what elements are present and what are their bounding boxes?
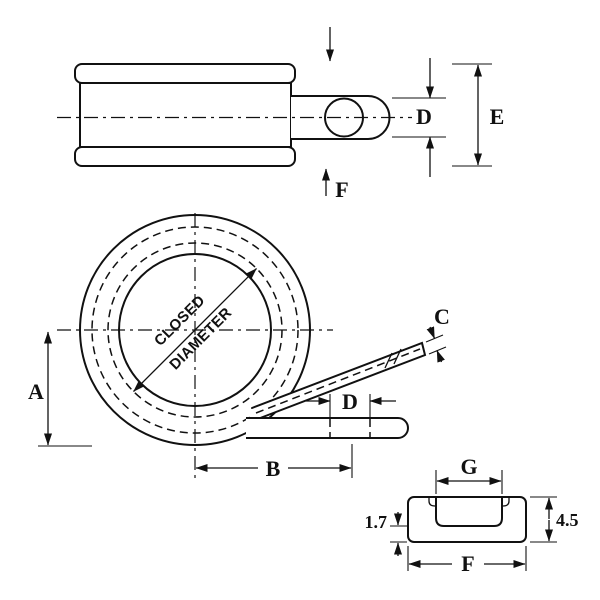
front-view: CLOSED DIAMETER A B C D: [28, 213, 450, 481]
cushion-top-edge: [74, 63, 296, 84]
dim-label-g: G: [460, 454, 477, 479]
channel-outer-profile: [407, 496, 527, 543]
dim-label-f-top: F: [335, 177, 348, 202]
strap-tail: [251, 341, 427, 421]
channel-lip-left: [428, 497, 436, 507]
strap-hidden-line: [255, 348, 421, 414]
dim-label-f-section: F: [461, 551, 474, 576]
dim-label-a: A: [28, 379, 44, 404]
section-view: G 4.5 1.7 F: [365, 454, 579, 576]
dim-label-e: E: [490, 104, 505, 129]
dim-label-d-top: D: [416, 104, 432, 129]
mounting-foot: [246, 417, 409, 439]
top-view: F D E: [57, 27, 504, 202]
foot-outline: [246, 417, 409, 439]
strap-break-tick: [384, 352, 393, 369]
channel-lip-right: [502, 497, 510, 507]
cushion-middle-band: [79, 82, 292, 148]
closed-diameter-arrow: [133, 329, 196, 392]
strap-fill: [252, 343, 425, 420]
dim-label-thickness: 1.7: [365, 512, 388, 532]
top-view-dimensions: F D E: [322, 27, 505, 202]
dim-label-d-front: D: [342, 389, 358, 414]
dimension-arrow: [436, 350, 445, 363]
closed-diameter-arrow: [194, 268, 257, 331]
strap-outline: [251, 341, 427, 421]
section-view-dimensions: G 4.5 1.7 F: [365, 454, 579, 576]
channel-cavity: [435, 496, 503, 527]
cushion-bottom-edge: [74, 146, 296, 167]
channel-section: [407, 496, 527, 543]
dim-label-c: C: [434, 304, 450, 329]
dim-label-height: 4.5: [556, 510, 579, 530]
front-view-dimensions: A B C D: [28, 304, 450, 481]
strap-break-tick: [393, 348, 402, 365]
dim-label-b: B: [266, 456, 281, 481]
dimension-arrow: [426, 326, 436, 339]
